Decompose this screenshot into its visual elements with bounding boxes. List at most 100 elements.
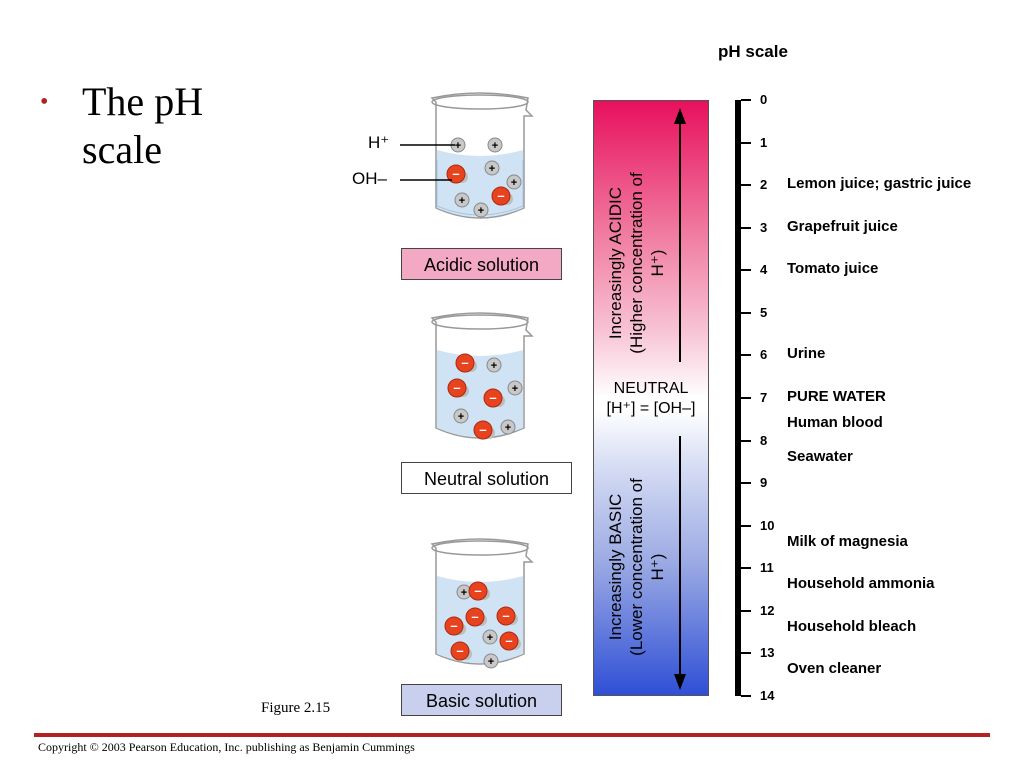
oh-minus-label: OH– [352,169,387,188]
ph-substance-label: Seawater [787,447,853,465]
h-plus-ion-icon: + [482,629,498,645]
ph-tick-mark [741,184,751,187]
oh-minus-ion-icon: – [473,420,495,440]
svg-text:+: + [488,656,494,668]
ph-tick-label: 10 [760,517,775,533]
bullet-marker: • [40,89,49,115]
h-plus-ion-icon: + [507,380,523,396]
svg-text:+: + [478,205,484,217]
oh-minus-ion-icon: – [444,616,466,636]
svg-text:–: – [474,583,481,598]
oh-minus-ion-icon: – [455,353,477,373]
ph-tick-label: 7 [760,390,768,405]
svg-text:–: – [479,422,486,437]
svg-text:–: – [489,390,496,405]
svg-text:+: + [461,587,467,599]
acidic-text-line-2: (Higher concentration of [627,172,646,354]
h-plus-ion-icon: + [486,357,502,373]
oh-minus-ion-icon: – [496,606,518,626]
svg-text:+: + [491,360,497,372]
oh-minus-ion-icon: – [491,186,513,206]
basic-direction-text: Increasingly BASIC (Lower concentration … [520,478,760,656]
basic-text-line-1: Increasingly BASIC [606,493,625,641]
basic-solution-label: Basic solution [401,684,562,716]
h-plus-ion-icon: + [484,160,500,176]
neutral-text: NEUTRAL [H⁺] = [OH–] [593,379,709,419]
neutral-text-line-1: NEUTRAL [613,380,689,397]
svg-text:–: – [453,380,460,395]
svg-text:–: – [502,608,509,623]
oh-minus-ion-icon: – [468,581,490,601]
h-plus-ion-icon: + [453,408,469,424]
basic-text-line-3: H⁺) [648,553,667,581]
svg-text:+: + [458,411,464,423]
title-line-1: The pH [82,79,204,124]
ph-tick-label: 8 [760,432,768,448]
h-plus-ion-icon: + [500,419,516,435]
ph-tick-label: 3 [760,219,768,235]
h-plus-label: H⁺ [368,133,390,152]
ph-substance-label: Human blood [787,413,883,431]
ph-tick-mark [741,141,751,144]
svg-text:–: – [452,166,459,181]
svg-text:+: + [489,163,495,175]
ph-tick-label: 2 [760,177,768,193]
ph-tick-label: 12 [760,602,775,618]
ph-substance-label: Milk of magnesia [787,532,908,550]
ph-tick-label: 9 [760,475,768,491]
ph-tick-mark [741,567,751,570]
h-plus-ion-icon: + [506,174,522,190]
ph-tick-mark [741,482,751,485]
neutral-solution-label: Neutral solution [401,462,572,494]
ph-tick-label: 14 [760,688,775,703]
footer-divider [34,733,990,737]
ph-tick-mark [741,524,751,527]
ph-substance-label: Urine [787,345,826,363]
oh-minus-ion-icon: – [450,641,472,661]
oh-minus-ion-icon: – [483,388,505,408]
ph-tick-label: 11 [760,560,774,576]
acidic-direction-text: Increasingly ACIDIC (Higher concentratio… [520,172,760,353]
oh-minus-ion-icon: – [499,631,521,651]
figure-caption: Figure 2.15 [261,700,331,716]
ph-scale-title: pH scale [718,42,788,61]
up-arrow-icon [674,108,686,362]
ph-tick-label: 0 [760,92,768,107]
down-arrow-icon [674,436,686,690]
copyright-notice: Copyright © 2003 Pearson Education, Inc.… [38,740,415,754]
acidic-solution-label: Acidic solution [401,248,562,280]
svg-text:–: – [450,618,457,633]
ph-substance-label: PURE WATER [787,388,886,405]
svg-text:+: + [455,140,461,152]
ph-tick-label: 4 [760,262,768,278]
svg-text:–: – [461,355,468,370]
acidity-gradient-bar [593,100,709,696]
oh-minus-ion-icon: – [447,378,469,398]
ph-tick-label: 1 [760,134,768,150]
ph-tick-label: 6 [760,347,768,363]
acidic-text-line-1: Increasingly ACIDIC [606,186,625,340]
svg-text:+: + [487,632,493,644]
svg-text:–: – [497,188,504,203]
h-plus-ion-icon: + [454,192,470,208]
ph-scale-rule [735,100,741,696]
svg-text:–: – [471,609,478,624]
neutral-text-line-2: [H⁺] = [OH–] [606,400,696,417]
acidic-text-line-3: H⁺) [648,249,667,277]
h-plus-ion-icon: + [487,137,503,153]
ph-tick-mark [741,226,751,229]
h-plus-ion-icon: + [473,202,489,218]
ph-substance-label: Oven cleaner [787,660,882,678]
ph-substance-label: Grapefruit juice [787,217,898,235]
ph-tick-label: 5 [760,304,768,320]
h-plus-ion-icon: + [483,653,499,669]
oh-minus-ion-icon: – [446,164,468,184]
ph-tick-mark [741,609,751,612]
svg-text:+: + [459,195,465,207]
ph-substance-label: Tomato juice [787,260,879,278]
ph-substance-label: Household ammonia [787,575,935,593]
ph-tick-mark [741,652,751,655]
